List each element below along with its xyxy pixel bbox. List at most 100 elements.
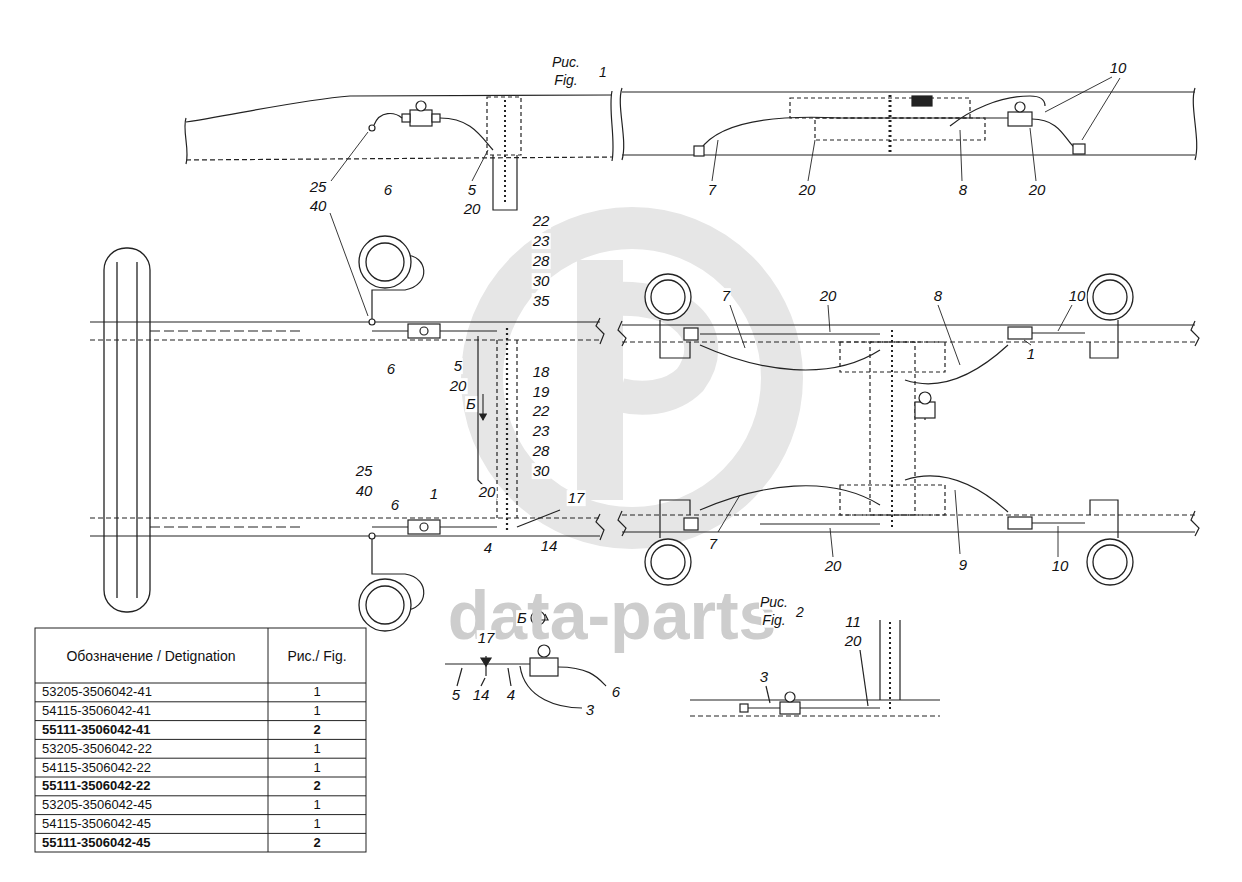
- brake-pipe: [372, 255, 560, 610]
- watermark-logo: [600, 299, 701, 398]
- callout-number: 7: [708, 536, 718, 552]
- valve-symbol: [684, 327, 1032, 530]
- brake-chamber: [645, 274, 691, 320]
- frame-plan-view: [622, 531, 1195, 532]
- valve-symbol: [369, 319, 375, 325]
- leader-line: [1058, 305, 1072, 331]
- wheel: [136, 262, 137, 598]
- brake-pipe: [760, 523, 880, 524]
- table-cell: 2: [313, 723, 320, 737]
- table-grid: [35, 683, 366, 684]
- detail-view: [530, 658, 558, 676]
- frame-plan-view: [506, 328, 508, 530]
- callout-number: 8: [958, 182, 968, 198]
- frame-plan-view: [618, 321, 1199, 536]
- callout-number: 30: [532, 463, 551, 479]
- table-cell: 1: [313, 798, 320, 812]
- table-cell: 2: [313, 780, 320, 794]
- callout-number: 8: [933, 288, 943, 304]
- callout-number: 7: [721, 288, 731, 304]
- leader-line: [830, 528, 833, 557]
- callout-number: 10: [1109, 60, 1128, 76]
- brake-pipe: [374, 114, 493, 150]
- figure-number: 1: [598, 65, 608, 80]
- callout-number: 22: [532, 403, 551, 419]
- table-grid: [35, 628, 366, 852]
- detail-view: [481, 678, 485, 686]
- detail-view: [457, 668, 462, 686]
- frame-plan-view: [596, 514, 604, 540]
- valve-symbol: [1008, 517, 1032, 529]
- valve-symbol: [684, 328, 698, 340]
- callout-number: 40: [309, 198, 328, 214]
- callout-number: 17: [567, 490, 586, 506]
- callout-number: 20: [449, 378, 468, 394]
- detail-view: [800, 707, 880, 708]
- callout-number: 6: [383, 182, 393, 198]
- view-letter: Б: [465, 396, 477, 412]
- frame-side-view: [790, 98, 970, 118]
- frame-side-view: [185, 91, 613, 210]
- frame-plan-view: [150, 526, 300, 527]
- brake-chamber: [359, 236, 411, 631]
- brake-pipe: [517, 510, 560, 527]
- leader-line: [331, 132, 368, 181]
- brake-pipe: [1090, 500, 1118, 538]
- callout-number: 4: [506, 687, 516, 703]
- leader-line: [730, 305, 745, 348]
- frame-side-view: [1008, 112, 1032, 126]
- callout-number: 20: [798, 182, 817, 198]
- frame-plan-view: [596, 318, 604, 344]
- valve-symbol: [408, 520, 440, 534]
- table-header: Обозначение / Detignation: [66, 649, 235, 664]
- frame-plan-view: [90, 318, 604, 540]
- leader-line: [1082, 78, 1120, 140]
- callout-number: 35: [532, 293, 551, 309]
- brake-pipe: [372, 330, 408, 331]
- table-cell: 55111-3506042-22: [42, 780, 150, 794]
- table-grid: [35, 739, 366, 740]
- brake-chamber: [651, 545, 685, 579]
- table-header: Рис./ Fig.: [287, 649, 346, 664]
- table-cell: 53205-3506042-22: [42, 742, 152, 756]
- brake-pipe: [440, 526, 497, 527]
- detail-view: [860, 650, 868, 706]
- frame-side-view: [694, 146, 704, 156]
- table-cell: 55111-3506042-41: [42, 723, 150, 737]
- table-cell: 1: [313, 686, 320, 700]
- valve-symbol: [416, 101, 426, 111]
- view-arrow: [482, 394, 483, 420]
- detail-view: [520, 666, 582, 708]
- brake-pipe: [374, 114, 402, 125]
- frame-plan-view: [618, 511, 626, 536]
- callout-number: 25: [309, 179, 328, 195]
- valve-symbol: [369, 319, 440, 539]
- callout-number: 5: [451, 687, 461, 703]
- frame-side-view: [504, 100, 506, 205]
- brake-chamber: [645, 274, 1133, 585]
- wheel: [104, 248, 150, 612]
- brake-chamber: [359, 579, 411, 631]
- frame-plan-view: [90, 339, 600, 340]
- valve-symbol: [420, 523, 428, 531]
- table-grid: [35, 833, 366, 834]
- frame-plan-view: [870, 342, 915, 515]
- brake-pipe: [372, 526, 408, 527]
- detail-view: [785, 692, 795, 702]
- figure-number: 2: [795, 605, 805, 620]
- callout-number: 14: [472, 687, 491, 703]
- view-letter: Б: [516, 610, 528, 626]
- table-grid: [35, 701, 366, 702]
- callout-number: 10: [1068, 288, 1087, 304]
- frame-plan-view: [90, 321, 600, 322]
- frame-side-view: [620, 88, 623, 160]
- callout-number: 4: [483, 540, 493, 556]
- callout-number: 5: [453, 358, 463, 374]
- callout-number: 20: [824, 558, 843, 574]
- frame-side-view: [815, 118, 985, 140]
- valve-symbol: [408, 324, 440, 338]
- frame-plan-view: [516, 340, 517, 518]
- leader-line: [718, 305, 1072, 557]
- watermark: data-parts: [448, 580, 777, 651]
